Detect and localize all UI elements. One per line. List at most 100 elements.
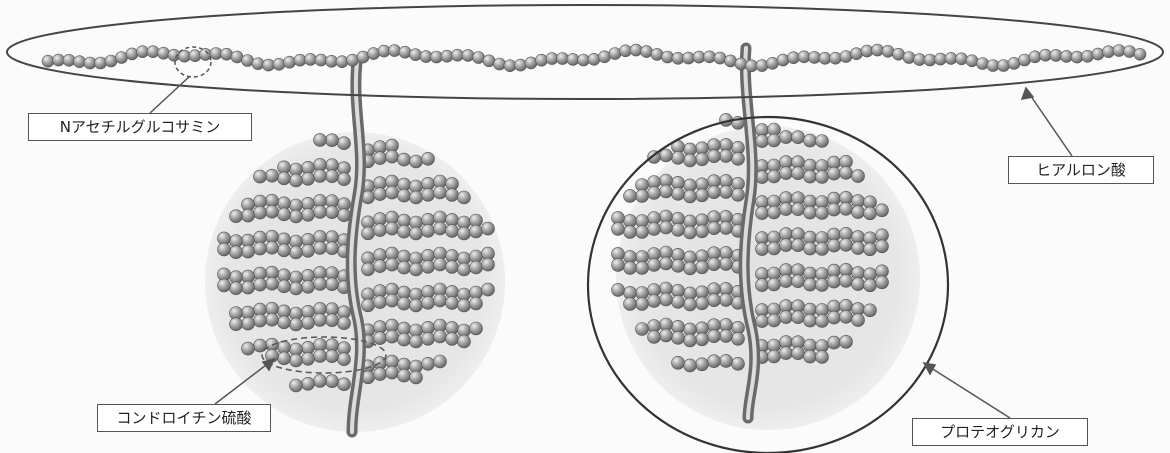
hyaluronic-acid-bead xyxy=(105,55,117,67)
hyaluronic-acid-bead xyxy=(620,45,632,57)
hyaluronic-acid-bead xyxy=(336,56,348,68)
chondroitin-sulfate-bead xyxy=(708,186,721,199)
chondroitin-sulfate-bead xyxy=(302,172,315,185)
chondroitin-sulfate-bead xyxy=(804,242,817,255)
chondroitin-sulfate-bead xyxy=(696,261,709,274)
chondroitin-sulfate-bead xyxy=(374,260,387,273)
chondroitin-sulfate-bead xyxy=(720,293,733,306)
hyaluronic-acid-bead xyxy=(53,54,65,66)
chondroitin-sulfate-bead xyxy=(816,243,829,256)
chondroitin-sulfate-bead xyxy=(876,204,889,217)
chondroitin-sulfate-bead xyxy=(470,322,483,335)
hyaluronic-acid-bead xyxy=(294,54,306,66)
chondroitin-sulfate-bead xyxy=(410,371,423,384)
chondroitin-sulfate-bead xyxy=(314,169,327,182)
chondroitin-sulfate-bead xyxy=(816,207,829,220)
chondroitin-sulfate-bead xyxy=(792,347,805,360)
chondroitin-sulfate-bead xyxy=(242,245,255,258)
chondroitin-sulfate-bead xyxy=(708,355,721,368)
chondroitin-sulfate-bead xyxy=(482,222,495,235)
chondroitin-sulfate-bead xyxy=(696,153,709,166)
hyaluronic-acid-bead xyxy=(945,52,957,64)
chondroitin-sulfate-bead xyxy=(242,209,255,222)
chondroitin-sulfate-bead xyxy=(314,205,327,218)
hyaluronic-acid-bead xyxy=(893,48,905,60)
chondroitin-sulfate-bead xyxy=(326,350,339,363)
chondroitin-sulfate-bead xyxy=(696,225,709,238)
chondroitin-sulfate-bead xyxy=(780,167,793,180)
chondroitin-sulfate-bead xyxy=(302,208,315,221)
chondroitin-sulfate-bead xyxy=(648,187,661,200)
hyaluronic-acid-bead xyxy=(924,54,936,66)
hyaluronic-acid-bead xyxy=(441,50,453,62)
chondroitin-sulfate-bead xyxy=(374,224,387,237)
chondroitin-sulfate-bead xyxy=(780,347,793,360)
chondroitin-sulfate-bead xyxy=(816,171,829,184)
chondroitin-sulfate-bead xyxy=(326,314,339,327)
chondroitin-sulfate-bead xyxy=(326,278,339,291)
chondroitin-sulfate-bead xyxy=(386,222,399,235)
hyaluronic-acid-bead xyxy=(1019,54,1031,66)
hyaluronic-acid-bead xyxy=(1124,46,1136,58)
chondroitin-sulfate-bead xyxy=(278,172,291,185)
hyaluronic-acid-bead xyxy=(263,59,275,71)
chondroitin-sulfate-bead xyxy=(242,342,255,355)
hyaluronic-acid-bead xyxy=(221,48,233,60)
chondroitin-sulfate-bead xyxy=(864,243,877,256)
chondroitin-sulfate-bead xyxy=(434,330,447,343)
chondroitin-sulfate-bead xyxy=(792,311,805,324)
chondroitin-sulfate-bead xyxy=(732,152,745,165)
chondroitin-sulfate-bead xyxy=(338,173,351,186)
chondroitin-sulfate-bead xyxy=(864,304,877,317)
chondroitin-sulfate-bead xyxy=(314,313,327,326)
chondroitin-sulfate-bead xyxy=(684,190,697,203)
hyaluronic-acid-bead xyxy=(536,54,548,66)
hyaluronic-acid-bead xyxy=(1008,57,1020,69)
chondroitin-sulfate-bead xyxy=(720,329,733,342)
chondroitin-sulfate-bead xyxy=(756,207,769,220)
leader-hyaluronic-acid-arrowhead xyxy=(1022,88,1033,99)
hyaluronic-acid-bead xyxy=(1113,45,1125,57)
chondroitin-sulfate-bead xyxy=(362,227,375,240)
hyaluronic-acid-bead xyxy=(557,53,569,65)
chondroitin-sulfate-bead xyxy=(266,313,279,326)
chondroitin-sulfate-bead xyxy=(302,352,315,365)
chondroitin-sulfate-bead xyxy=(672,356,685,369)
hyaluronic-acid-bead xyxy=(399,46,411,58)
hyaluronic-acid-bead xyxy=(158,47,170,59)
chondroitin-sulfate-bead xyxy=(254,278,267,291)
hyaluronic-acid-bead xyxy=(725,55,737,67)
chondroitin-sulfate-bead xyxy=(302,316,315,329)
chondroitin-sulfate-bead xyxy=(660,221,673,234)
chondroitin-sulfate-bead xyxy=(290,174,303,187)
chondroitin-sulfate-bead xyxy=(648,295,661,308)
chondroitin-sulfate-bead xyxy=(218,279,231,292)
hyaluronic-acid-bead xyxy=(42,55,54,67)
chondroitin-sulfate-bead xyxy=(828,275,841,288)
chondroitin-sulfate-bead xyxy=(840,310,853,323)
chondroitin-sulfate-bead xyxy=(696,358,709,371)
hyaluronic-acid-bead xyxy=(1103,46,1115,58)
chondroitin-sulfate-bead xyxy=(446,224,459,237)
hyaluronic-acid-bead xyxy=(326,55,338,67)
chondroitin-sulfate-bead xyxy=(660,293,673,306)
chondroitin-sulfate-bead xyxy=(780,131,793,144)
chondroitin-sulfate-bead xyxy=(852,278,865,291)
chondroitin-sulfate-bead xyxy=(720,354,733,367)
chondroitin-sulfate-bead xyxy=(422,296,435,309)
chondroitin-sulfate-bead xyxy=(828,311,841,324)
hyaluronic-acid-bead xyxy=(494,58,506,70)
chondroitin-sulfate-bead xyxy=(696,189,709,202)
hyaluronic-acid-bead xyxy=(63,54,75,66)
hyaluronic-acid-bead xyxy=(231,51,243,63)
hyaluronic-acid-bead xyxy=(242,55,254,67)
chondroitin-sulfate-bead xyxy=(410,299,423,312)
hyaluronic-acid-bead xyxy=(672,52,684,64)
chondroitin-sulfate-bead xyxy=(398,261,411,274)
chondroitin-sulfate-bead xyxy=(612,258,625,271)
chondroitin-sulfate-bead xyxy=(864,207,877,220)
chondroitin-sulfate-bead xyxy=(254,206,267,219)
hyaluronic-acid-bead xyxy=(305,53,317,65)
chondroitin-sulfate-bead xyxy=(410,191,423,204)
hyaluronic-acid-bead xyxy=(704,51,716,63)
